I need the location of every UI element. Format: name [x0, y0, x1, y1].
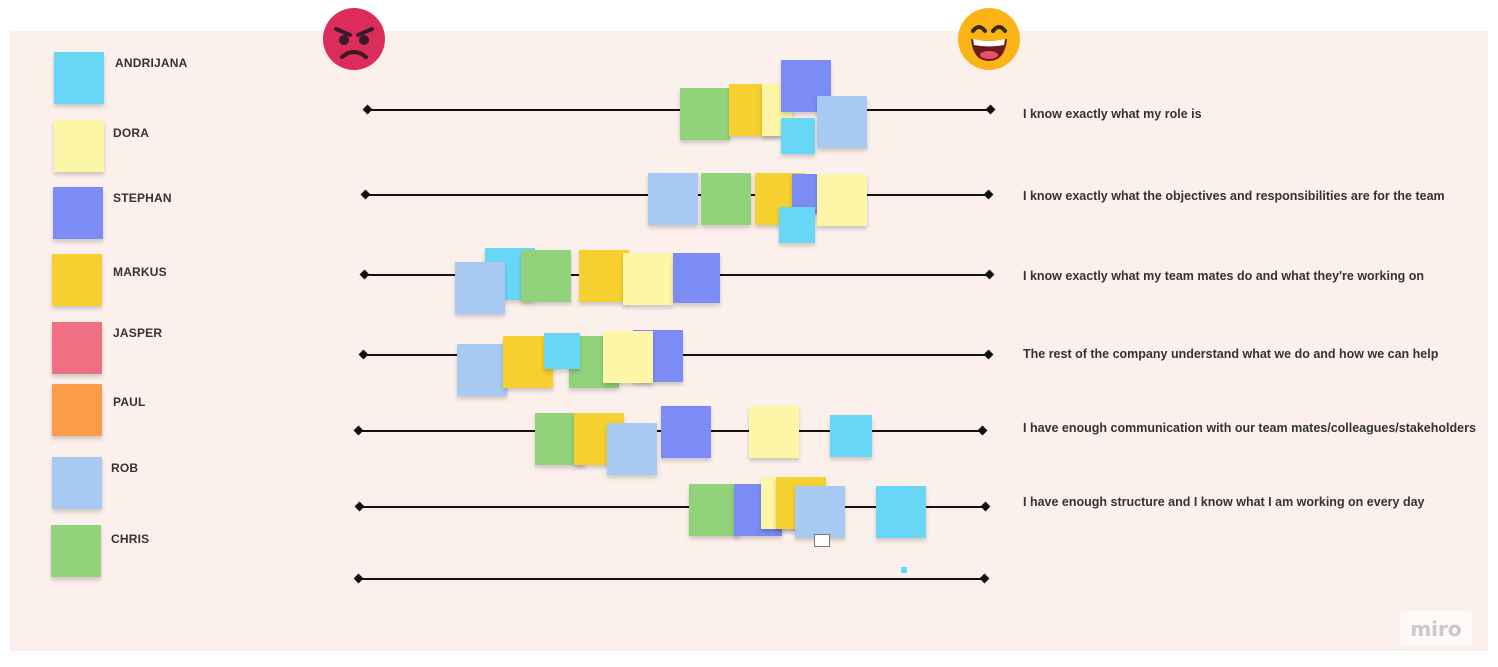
legend-label-chris: CHRIS — [111, 532, 150, 546]
sticky-note-stephan[interactable] — [661, 406, 711, 458]
legend-label-stephan: STEPHAN — [113, 191, 172, 205]
statement-company[interactable]: The rest of the company understand what … — [1023, 347, 1439, 361]
legend-label-andrijana: ANDRIJANA — [115, 56, 188, 70]
legend-swatch-chris[interactable] — [51, 525, 101, 577]
legend-label-rob: ROB — [111, 461, 139, 475]
laughing-face-icon — [958, 8, 1020, 70]
sticky-note-andrijana[interactable] — [830, 415, 872, 457]
sticky-note-chris[interactable] — [701, 173, 751, 225]
sticky-note-andrijana[interactable] — [781, 118, 815, 154]
sticky-note-chris[interactable] — [689, 484, 739, 536]
small-dot[interactable] — [901, 567, 907, 573]
statement-objectives[interactable]: I know exactly what the objectives and r… — [1023, 189, 1445, 203]
sticky-note-dora[interactable] — [749, 406, 799, 458]
sticky-note-dora[interactable] — [817, 174, 867, 226]
legend-swatch-jasper[interactable] — [52, 322, 102, 374]
legend-swatch-andrijana[interactable] — [54, 52, 104, 104]
legend-label-markus: MARKUS — [113, 265, 167, 279]
selection-handle[interactable] — [814, 534, 830, 547]
sticky-note-chris[interactable] — [680, 88, 730, 140]
sticky-note-markus[interactable] — [579, 250, 629, 302]
statement-communication[interactable]: I have enough communication with our tea… — [1023, 421, 1476, 435]
sticky-note-andrijana[interactable] — [876, 486, 926, 538]
sticky-note-andrijana[interactable] — [779, 207, 815, 243]
sticky-note-rob[interactable] — [455, 262, 505, 314]
legend-swatch-markus[interactable] — [52, 254, 102, 306]
scale-line-1[interactable] — [367, 109, 991, 111]
miro-logo: miro — [1400, 611, 1472, 647]
legend-swatch-paul[interactable] — [52, 384, 102, 436]
legend-swatch-stephan[interactable] — [53, 187, 103, 239]
statement-team-mates[interactable]: I know exactly what my team mates do and… — [1023, 269, 1424, 283]
sticky-note-andrijana[interactable] — [544, 333, 580, 369]
sticky-note-rob[interactable] — [795, 486, 845, 538]
scale-line-6[interactable] — [359, 506, 986, 508]
sticky-note-rob[interactable] — [648, 173, 698, 225]
legend-label-dora: DORA — [113, 126, 150, 140]
sticky-note-dora[interactable] — [603, 331, 653, 383]
sticky-note-rob[interactable] — [817, 96, 867, 148]
legend-swatch-dora[interactable] — [54, 120, 104, 172]
statement-role[interactable]: I know exactly what my role is — [1023, 107, 1202, 121]
legend-label-jasper: JASPER — [113, 326, 163, 340]
legend-label-paul: PAUL — [113, 395, 146, 409]
statement-structure[interactable]: I have enough structure and I know what … — [1023, 495, 1425, 509]
scale-line-7[interactable] — [358, 578, 985, 580]
sticky-note-rob[interactable] — [457, 344, 507, 396]
legend-swatch-rob[interactable] — [52, 457, 102, 509]
sticky-note-chris[interactable] — [521, 250, 571, 302]
sticky-note-rob[interactable] — [607, 423, 657, 475]
angry-face-icon — [323, 8, 385, 70]
sticky-note-dora[interactable] — [623, 253, 673, 305]
sticky-note-stephan[interactable] — [673, 253, 720, 303]
